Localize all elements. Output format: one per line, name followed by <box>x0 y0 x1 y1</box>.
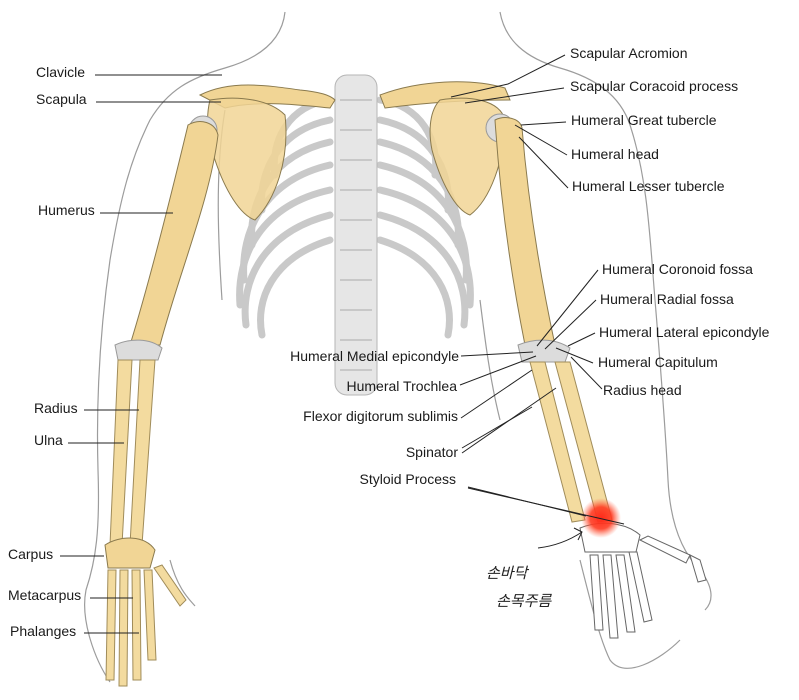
right-hand <box>579 522 707 639</box>
label-humeral-lateral-epicondyle: Humeral Lateral epicondyle <box>599 324 770 340</box>
label-humeral-medial-epicondyle: Humeral Medial epicondyle <box>290 348 459 364</box>
annotation-wrist-crease: 손목주름 <box>496 592 552 610</box>
leader-lines <box>60 54 625 634</box>
label-radius: Radius <box>34 400 78 416</box>
label-styloid-process: Styloid Process <box>360 471 456 487</box>
label-humeral-trochlea: Humeral Trochlea <box>347 378 458 394</box>
label-humerus: Humerus <box>38 202 95 218</box>
label-metacarpus: Metacarpus <box>8 587 81 603</box>
label-humeral-head: Humeral head <box>571 146 659 162</box>
label-scapula: Scapula <box>36 91 87 107</box>
label-humeral-lesser-tubercle: Humeral Lesser tubercle <box>572 178 725 194</box>
wrist-highlight <box>581 498 621 538</box>
label-humeral-capitulum: Humeral Capitulum <box>598 354 718 370</box>
annotation-palm: 손바닥 <box>486 564 530 582</box>
label-radius-head: Radius head <box>603 382 682 398</box>
label-clavicle: Clavicle <box>36 64 85 80</box>
label-scapular-acromion: Scapular Acromion <box>570 45 688 61</box>
label-phalanges: Phalanges <box>10 623 76 639</box>
label-ulna: Ulna <box>34 432 63 448</box>
label-scapular-coracoid: Scapular Coracoid process <box>570 78 738 94</box>
label-humeral-coronoid-fossa: Humeral Coronoid fossa <box>602 261 753 277</box>
label-humeral-great-tubercle: Humeral Great tubercle <box>571 112 717 128</box>
label-flexor-digitorum: Flexor digitorum sublimis <box>303 408 458 424</box>
label-spinator: Spinator <box>406 444 458 460</box>
label-carpus: Carpus <box>8 546 53 562</box>
left-arm-bones <box>104 115 219 687</box>
label-humeral-radial-fossa: Humeral Radial fossa <box>600 291 734 307</box>
left-shoulder <box>198 84 336 221</box>
